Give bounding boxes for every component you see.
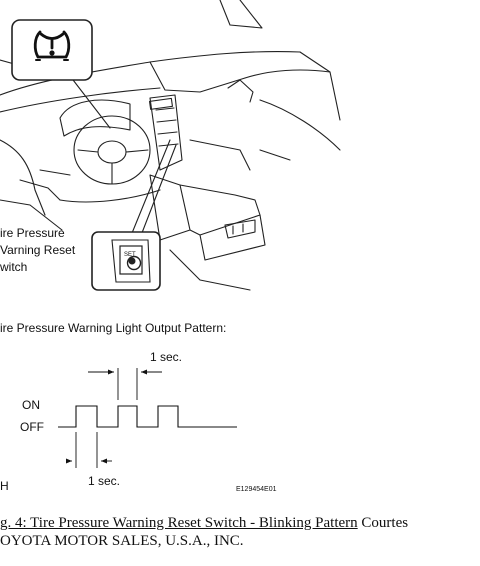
instrument-cluster bbox=[59, 99, 131, 137]
blink-pattern-waveform bbox=[58, 405, 237, 428]
reset-switch-housing bbox=[119, 245, 143, 275]
floor-console bbox=[179, 184, 261, 236]
on-label: ON bbox=[22, 398, 40, 412]
switch-label-line-2: Varning Reset bbox=[0, 243, 76, 257]
tpms-indicator-callout bbox=[11, 19, 93, 81]
pattern-heading: ire Pressure Warning Light Output Patter… bbox=[0, 321, 227, 335]
switch-label-line-3: witch bbox=[0, 260, 28, 274]
leader-line-indicator bbox=[69, 75, 111, 129]
switch-label-line-1: ire Pressure bbox=[0, 226, 65, 240]
top-interval-label: 1 sec. bbox=[150, 350, 183, 364]
leader-line-switch bbox=[129, 139, 171, 239]
bottom-interval-label: 1 sec. bbox=[88, 474, 121, 488]
bottom-interval-guides bbox=[75, 432, 98, 468]
figure-code: E129454E01 bbox=[236, 486, 277, 493]
off-label: OFF bbox=[20, 420, 44, 434]
reset-switch-callout bbox=[91, 231, 161, 291]
switch-button-text: SET bbox=[124, 252, 136, 258]
left-fragment-label: H bbox=[0, 479, 9, 493]
figure-caption-line-1: g. 4: Tire Pressure Warning Reset Switch… bbox=[0, 514, 408, 532]
figure-caption-credit-start: Courtes bbox=[357, 515, 409, 531]
figure-caption-line-2: OYOTA MOTOR SALES, U.S.A., INC. bbox=[0, 533, 244, 549]
figure-caption-title: g. 4: Tire Pressure Warning Reset Switch… bbox=[0, 515, 358, 531]
center-stack bbox=[149, 94, 183, 171]
top-interval-guides bbox=[117, 368, 138, 400]
tpms-warning-icon bbox=[33, 30, 71, 61]
